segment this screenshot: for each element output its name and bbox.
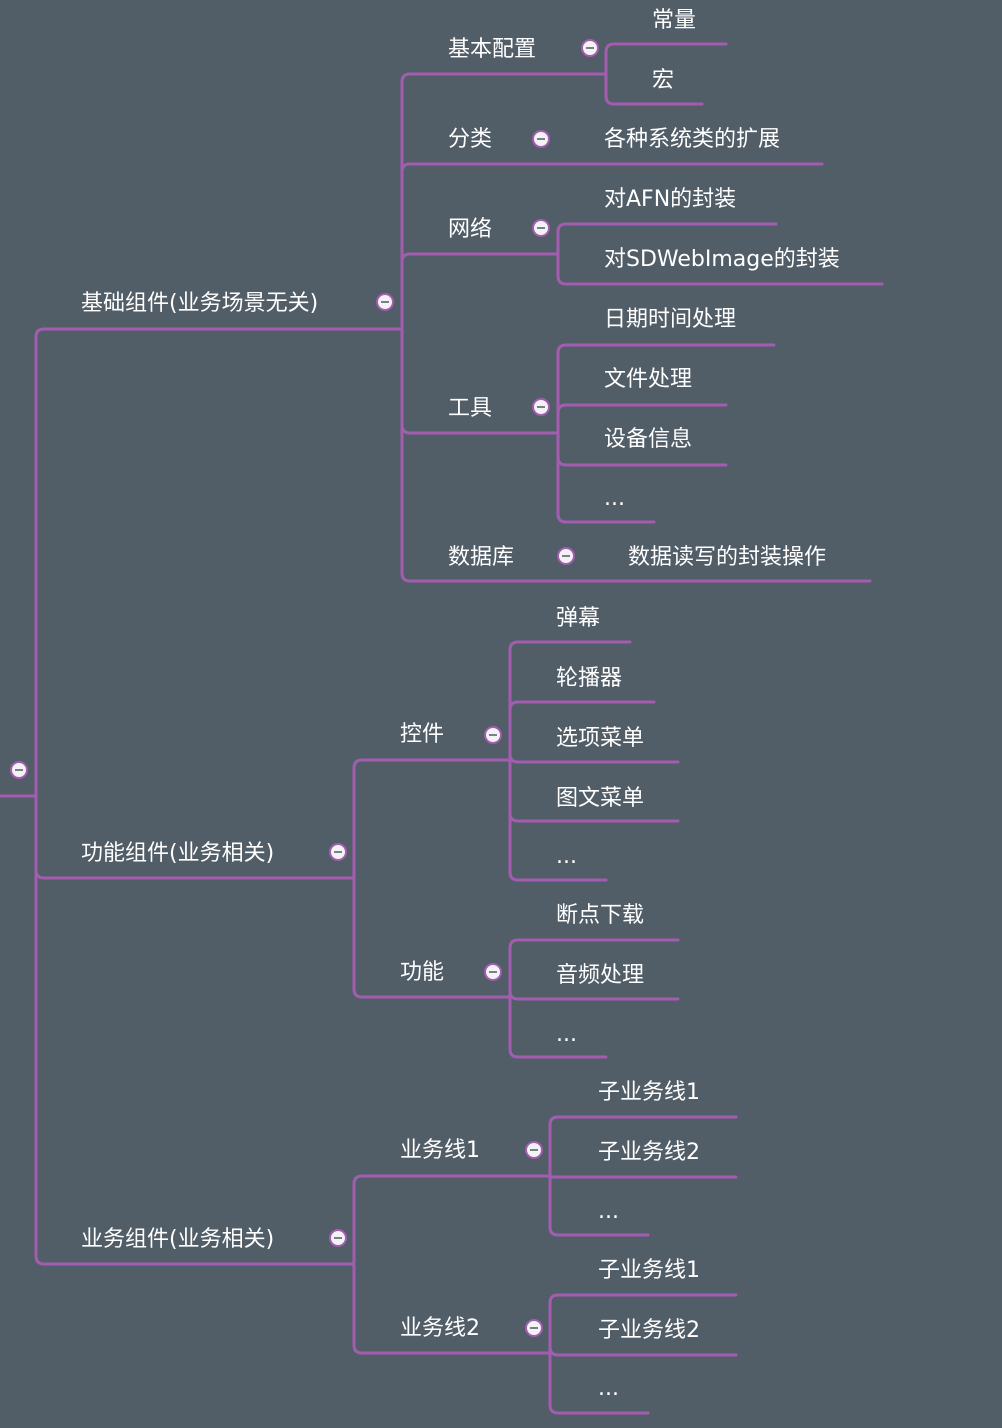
level2-connector (352, 1262, 552, 1355)
leaf-label: ... (604, 486, 625, 511)
leaf-label: 各种系统类的扩展 (604, 127, 781, 152)
level2-connector (400, 327, 872, 583)
leaf-connector (508, 938, 680, 999)
leaf-label: 日期时间处理 (604, 307, 737, 332)
level2-connector (352, 876, 512, 999)
leaf-connector (548, 1345, 738, 1357)
leaf-connector (548, 1115, 738, 1178)
leaf-label: ... (556, 844, 577, 869)
leaf-label: 对SDWebImage的封装 (604, 247, 840, 272)
subbranch-label: 数据库 (448, 545, 515, 570)
subbranch-collapse-button[interactable] (532, 130, 550, 148)
level2-connector (400, 162, 560, 331)
leaf-label: 宏 (652, 68, 675, 93)
subbranch-label: 业务线1 (400, 1138, 480, 1163)
branch-label: 基础组件(业务场景无关) (81, 291, 319, 316)
level2-connector (400, 72, 606, 331)
branch-collapse-button[interactable] (329, 1229, 347, 1247)
leaf-connector (604, 42, 728, 76)
level1-connector (34, 327, 402, 798)
subbranch-collapse-button[interactable] (525, 1319, 543, 1337)
root-collapse-button[interactable] (10, 761, 28, 779)
subbranch-collapse-button[interactable] (557, 547, 575, 565)
subbranch-label: 功能 (400, 960, 445, 985)
leaf-label: 设备信息 (604, 427, 693, 452)
leaf-label: 轮播器 (556, 666, 623, 691)
leaf-connector (548, 1293, 738, 1355)
subbranch-label: 工具 (448, 396, 493, 421)
leaf-label: ... (556, 1022, 577, 1047)
subbranch-label: 基本配置 (448, 37, 537, 62)
subbranch-collapse-button[interactable] (484, 963, 502, 981)
branch-collapse-button[interactable] (376, 293, 394, 311)
leaf-label: 数据读写的封装操作 (628, 545, 827, 570)
leaf-connector (548, 1174, 650, 1237)
level2-connector (400, 252, 560, 331)
leaf-label: 常量 (652, 8, 697, 33)
subbranch-collapse-button[interactable] (581, 39, 599, 57)
leaf-connector (556, 343, 776, 435)
level1-connector (34, 794, 356, 1266)
subbranch-collapse-button[interactable] (525, 1141, 543, 1159)
leaf-label: 断点下载 (556, 903, 645, 928)
leaf-connector (604, 72, 704, 106)
branch-collapse-button[interactable] (329, 843, 347, 861)
leaf-connector (508, 640, 632, 762)
leaf-label: 子业务线1 (598, 1080, 700, 1105)
leaf-label: 弹幕 (556, 606, 601, 631)
leaf-connector (556, 252, 884, 286)
subbranch-collapse-button[interactable] (484, 726, 502, 744)
leaf-connector (548, 1351, 650, 1415)
subbranch-collapse-button[interactable] (532, 219, 550, 237)
leaf-label: 对AFN的封装 (604, 187, 737, 212)
leaf-label: 音频处理 (556, 963, 645, 988)
leaf-label: 子业务线2 (598, 1318, 700, 1343)
leaf-label: ... (598, 1199, 619, 1224)
subbranch-label: 业务线2 (400, 1316, 480, 1341)
leaf-label: 子业务线2 (598, 1140, 700, 1165)
leaf-connector (508, 989, 680, 1001)
subbranch-collapse-button[interactable] (532, 398, 550, 416)
leaf-label: 图文菜单 (556, 786, 645, 811)
leaf-label: 文件处理 (604, 367, 693, 392)
leaf-connector (556, 222, 778, 256)
leaf-connector (508, 758, 608, 882)
leaf-label: ... (598, 1376, 619, 1401)
leaf-connector (508, 752, 680, 764)
subbranch-label: 控件 (400, 722, 445, 747)
leaf-connector (556, 403, 728, 435)
leaf-connector (556, 431, 656, 524)
level2-connector (352, 758, 512, 880)
subbranch-label: 分类 (448, 127, 493, 152)
leaf-label: 选项菜单 (556, 726, 645, 751)
branch-label: 业务组件(业务相关) (81, 1227, 275, 1252)
subbranch-label: 网络 (448, 217, 493, 242)
branch-label: 功能组件(业务相关) (81, 841, 275, 866)
leaf-connector (508, 995, 608, 1059)
level2-connector (352, 1174, 552, 1266)
leaf-label: 子业务线1 (598, 1258, 700, 1283)
leaf-connector (508, 700, 656, 762)
